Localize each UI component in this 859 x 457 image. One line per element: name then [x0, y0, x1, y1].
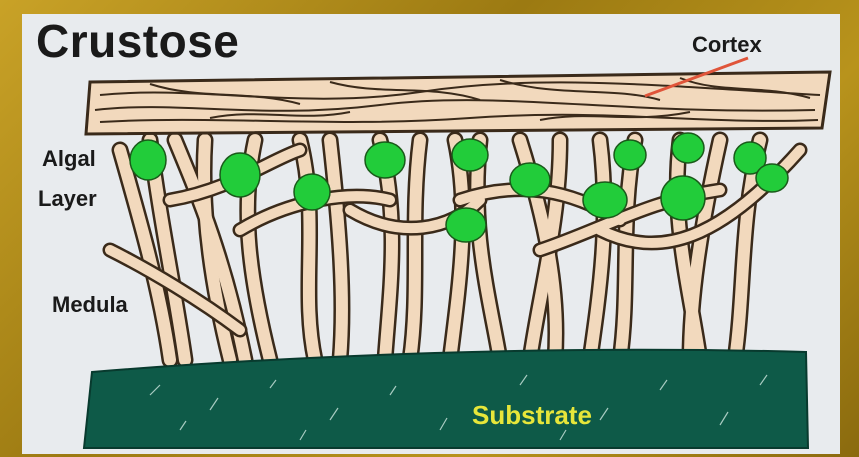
diagram-title: Crustose [36, 14, 239, 68]
algal-layer-label-line1: Algal [42, 146, 96, 172]
algal-cell [446, 208, 486, 242]
cortex-label: Cortex [692, 32, 762, 58]
algal-cell [661, 176, 705, 220]
substrate-block [84, 350, 808, 448]
algal-cell [583, 182, 627, 218]
algal-cell [510, 163, 550, 197]
algal-cell [365, 142, 405, 178]
algal-cell [614, 140, 646, 170]
algal-cell [452, 139, 488, 171]
cortex-layer [86, 72, 830, 134]
algal-cell [294, 174, 330, 210]
algal-layer-label-line2: Layer [38, 186, 97, 212]
algal-cell [220, 153, 260, 197]
algal-cell [756, 164, 788, 192]
algal-cell [672, 133, 704, 163]
medula-label: Medula [52, 292, 128, 318]
substrate-label: Substrate [472, 400, 592, 431]
algal-cell [130, 140, 166, 180]
